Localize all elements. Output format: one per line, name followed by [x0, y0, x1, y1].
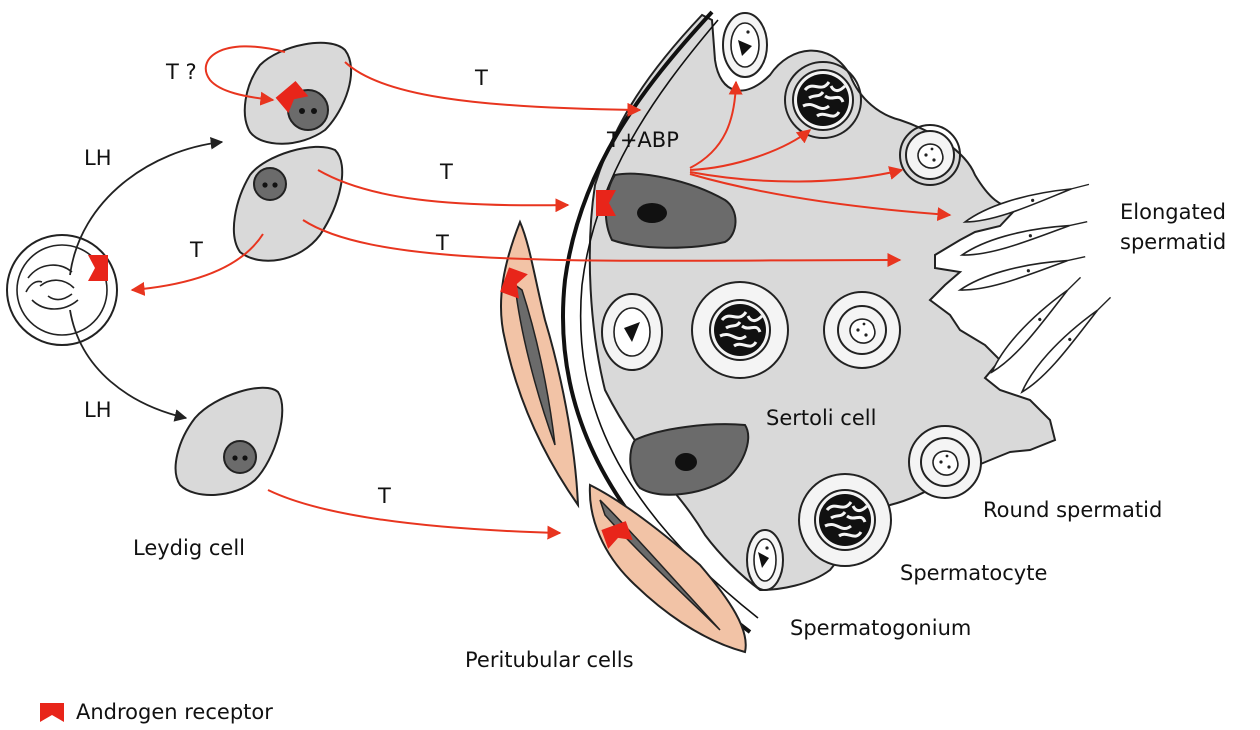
legend: Androgen receptor: [76, 700, 273, 724]
label-t-left: T: [190, 240, 203, 261]
round-spermatid-bottom: [909, 426, 981, 498]
label-lh-bottom: LH: [84, 400, 112, 421]
label-round-spermatid: Round spermatid: [983, 500, 1162, 521]
spermatogonium-bottom: [747, 530, 783, 590]
label-t-question: T ?: [166, 62, 197, 83]
arrow-t-top: [345, 62, 640, 110]
label-sertoli-cell: Sertoli cell: [766, 408, 876, 429]
spermatocyte-top: [793, 70, 853, 130]
leydig-cell-bottom: [176, 388, 283, 495]
legend-receptor-icon: [40, 703, 64, 722]
label-elongated-2: spermatid: [1120, 232, 1226, 253]
label-spermatogonium: Spermatogonium: [790, 618, 971, 639]
label-t-mid2: T: [436, 233, 449, 254]
label-t-bottom: T: [378, 486, 391, 507]
label-spermatocyte: Spermatocyte: [900, 563, 1047, 584]
label-elongated-1: Elongated: [1120, 202, 1226, 223]
label-peritubular-cells: Peritubular cells: [465, 650, 634, 671]
sertoli-nucleolus-lower: [675, 453, 697, 471]
leydig-cell-middle: [234, 147, 342, 261]
label-t-abp: T+ABP: [607, 130, 679, 151]
label-t-mid1: T: [440, 162, 453, 183]
pituitary-ring: [7, 235, 117, 345]
arrow-t-bottom: [268, 490, 560, 533]
round-spermatid-middle: [824, 292, 900, 368]
spermatocyte-bottom: [799, 474, 891, 566]
spermatocyte-middle: [692, 282, 788, 378]
label-lh-top: LH: [84, 148, 112, 169]
round-spermatid-top: [906, 131, 954, 179]
leydig-nucleus-bottom: [224, 441, 256, 473]
sertoli-nucleolus-upper: [637, 203, 667, 223]
leydig-nucleus-middle: [254, 168, 286, 200]
label-leydig-cell: Leydig cell: [133, 538, 245, 559]
label-t-top: T: [475, 68, 488, 89]
legend-androgen-receptor: Androgen receptor: [76, 700, 273, 724]
spermatogonium-middle: [602, 294, 662, 370]
